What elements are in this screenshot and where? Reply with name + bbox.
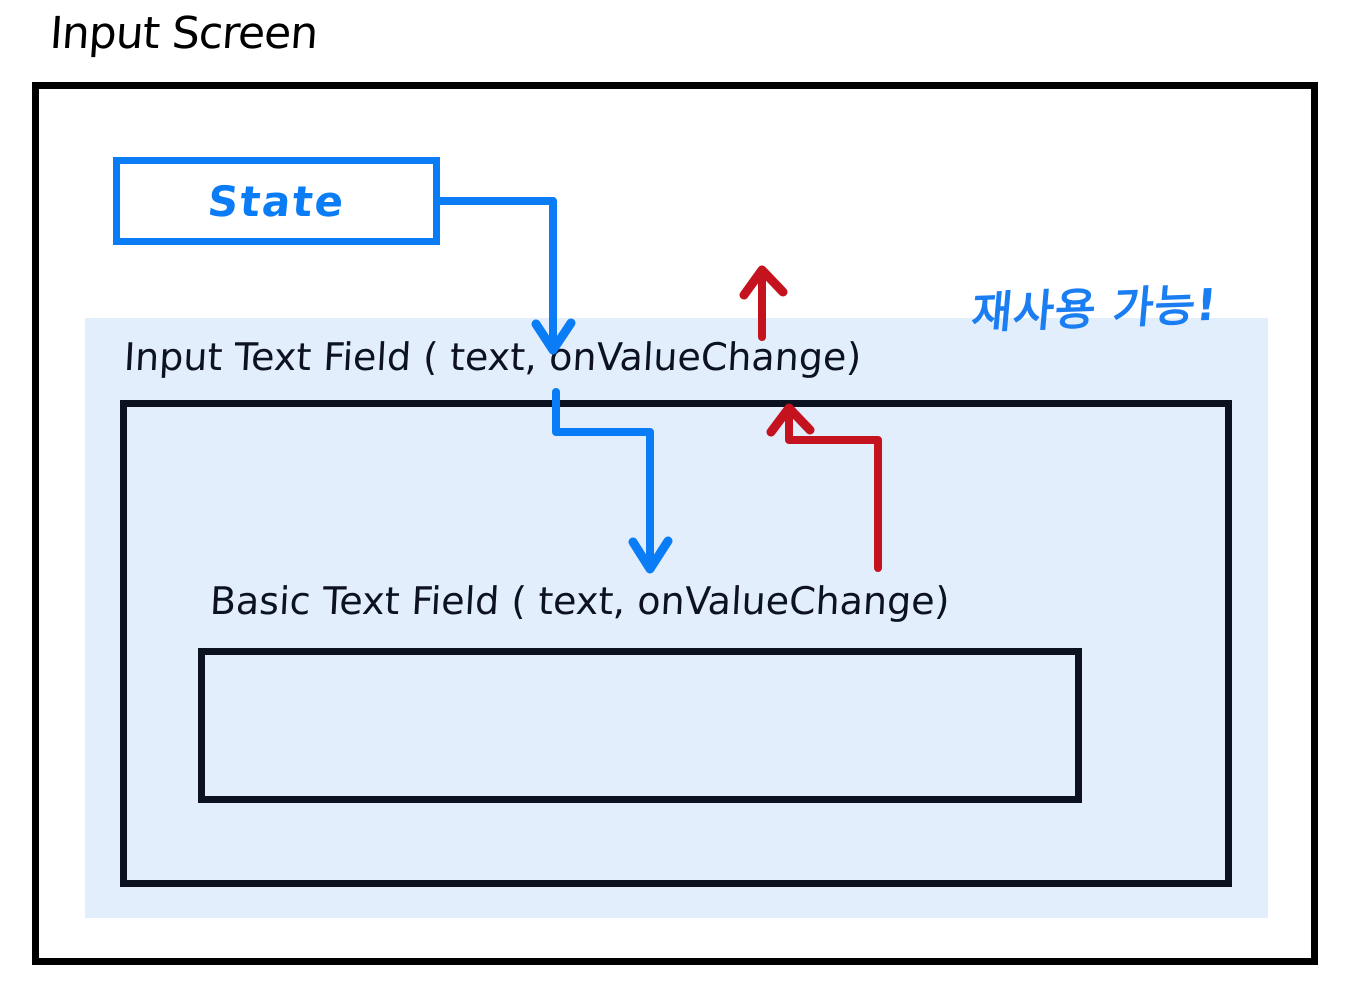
basic-text-field-box[interactable]	[198, 648, 1082, 803]
page-title: Input Screen	[48, 8, 320, 59]
input-text-field-label: Input Text Field ( text, onValueChange)	[122, 335, 863, 379]
state-box[interactable]: State	[113, 157, 440, 245]
reusable-region-highlight	[85, 318, 1268, 918]
state-box-label: State	[205, 176, 348, 226]
basic-text-field-label: Basic Text Field ( text, onValueChange)	[208, 579, 951, 623]
reusable-annotation: 재사용 가능!	[969, 279, 1220, 340]
input-text-field-box[interactable]	[120, 400, 1232, 887]
screen-frame	[32, 82, 1318, 965]
